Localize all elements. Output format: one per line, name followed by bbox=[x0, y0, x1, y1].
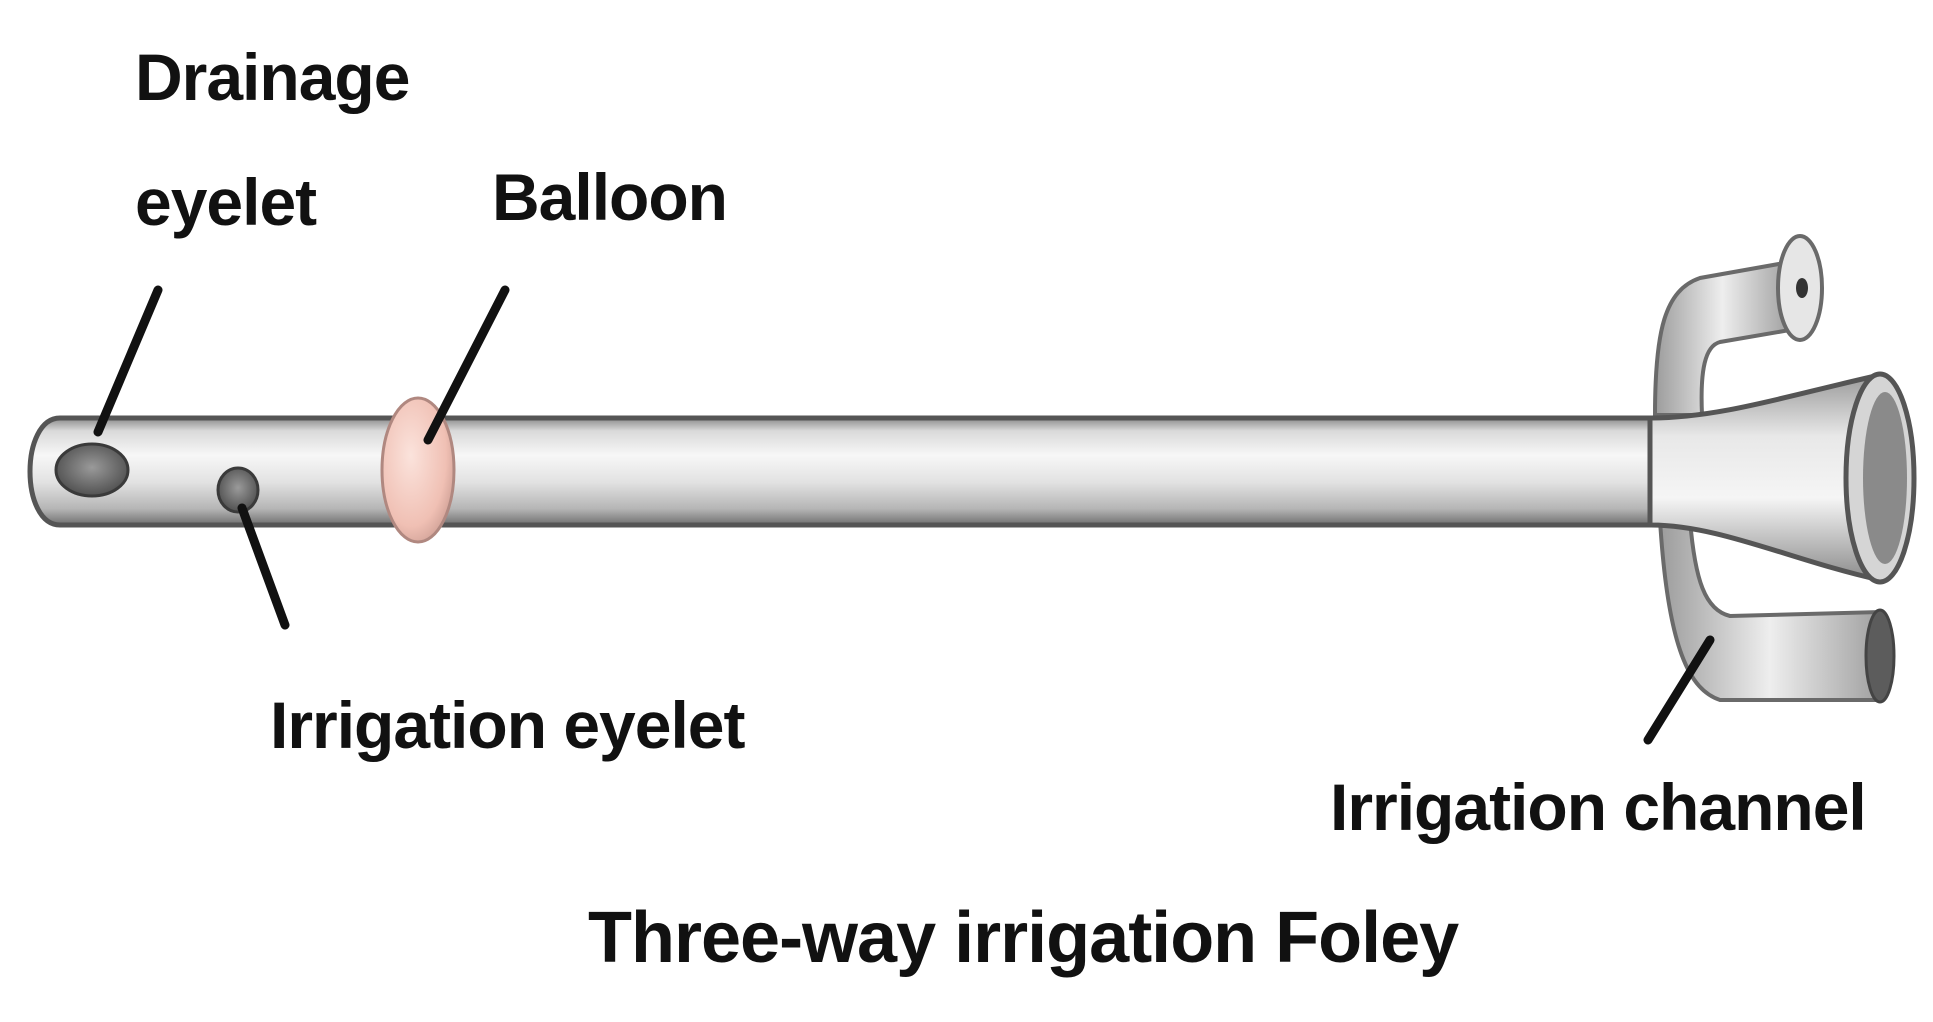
drainage-funnel bbox=[1647, 371, 1917, 585]
diagram-caption: Three-way irrigation Foley bbox=[588, 898, 1459, 978]
irrigation-channel-port bbox=[1657, 518, 1896, 704]
drainage-eyelet-label-line1: Drainage bbox=[135, 40, 409, 114]
irrigation-eyelet-leader bbox=[237, 503, 290, 630]
balloon-label: Balloon bbox=[492, 160, 727, 234]
irrigation-eyelet bbox=[216, 466, 260, 514]
drainage-eyelet-leader bbox=[93, 285, 163, 437]
irrigation-channel-label: Irrigation channel bbox=[1330, 770, 1866, 844]
irrigation-channel-leader bbox=[1643, 635, 1715, 745]
drainage-eyelet-label-line2: eyelet bbox=[135, 165, 317, 239]
balloon-leader bbox=[423, 285, 510, 445]
irrigation-eyelet-label: Irrigation eyelet bbox=[270, 688, 746, 762]
catheter-tube bbox=[27, 415, 1663, 528]
balloon-inflation-port bbox=[1652, 234, 1824, 417]
drainage-eyelet bbox=[54, 442, 130, 498]
